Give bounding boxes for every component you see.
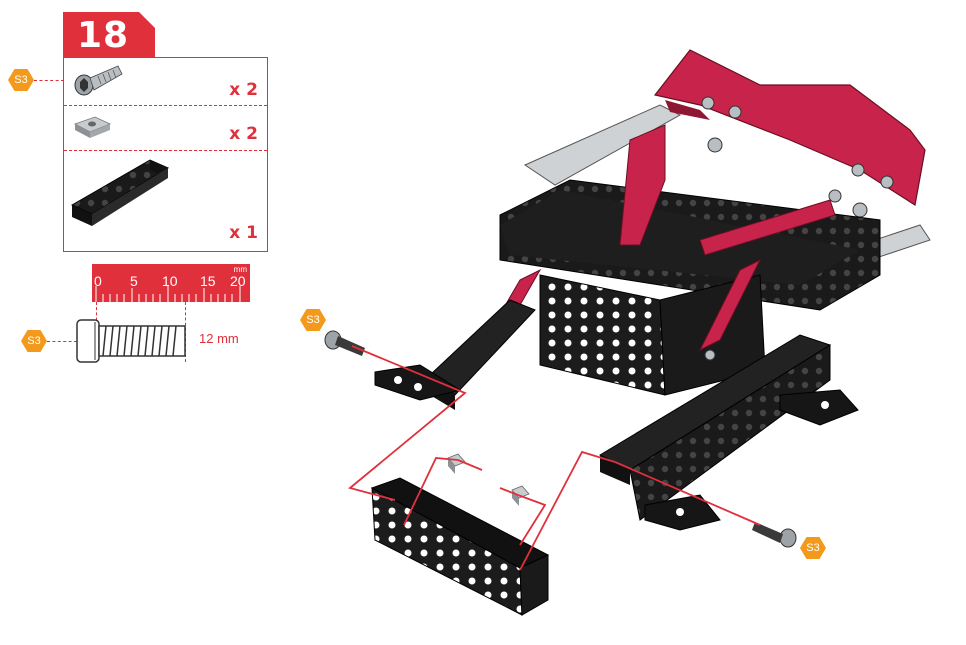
ruler-screw-icon (77, 320, 185, 362)
exploded-screw-right (752, 522, 796, 547)
bracket-icon (72, 160, 168, 226)
exploded-screw-left (325, 331, 365, 356)
screw-icon (75, 66, 122, 95)
exploded-nut (448, 454, 465, 474)
exploded-bracket (372, 478, 548, 615)
nut-icon (75, 117, 110, 138)
